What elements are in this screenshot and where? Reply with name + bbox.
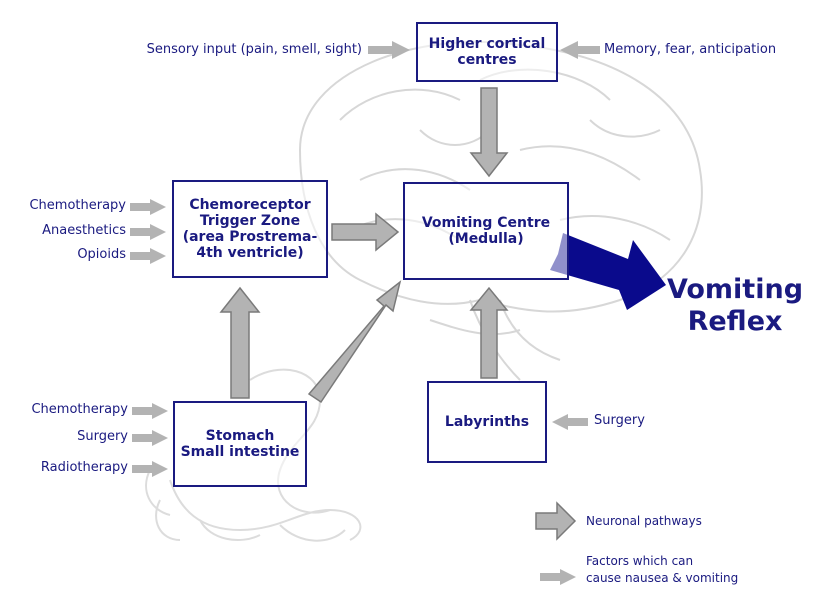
gut-illustration	[145, 368, 362, 542]
pathway-cortical-to-centre	[469, 87, 509, 178]
chemoreceptor-trigger-zone-box: Chemoreceptor Trigger Zone (area Prostre…	[172, 180, 328, 278]
labyrinths-label: Labyrinths	[444, 413, 530, 430]
factor-stomach-chemotherapy: Chemotherapy	[31, 402, 128, 417]
pathway-stomach-to-centre	[307, 280, 402, 404]
labyrinths-box: Labyrinths	[427, 381, 547, 463]
pathway-stomach-to-ctz	[219, 286, 261, 399]
legend-neuronal-label: Neuronal pathways	[586, 514, 702, 528]
legend-neuronal-arrow	[535, 501, 577, 541]
factor-sensory-input: Sensory input (pain, smell, sight)	[146, 42, 362, 57]
factor-ctz-opioids: Opioids	[77, 247, 126, 262]
stomach-box: Stomach Small intestine	[173, 401, 307, 487]
factor-ctz-anaesthetics: Anaesthetics	[42, 223, 126, 238]
factor-stomach-surgery: Surgery	[77, 429, 128, 444]
factor-arrow-stomach-surgery	[132, 430, 168, 446]
vomiting-centre-box: Vomiting Centre (Medulla)	[403, 182, 569, 280]
vomiting-reflex-label: Vomiting Reflex	[660, 274, 810, 339]
ctz-label: Chemoreceptor Trigger Zone (area Prostre…	[182, 196, 318, 262]
factor-arrow-stomach-chemo	[132, 403, 168, 419]
higher-cortical-box: Higher cortical centres	[416, 22, 558, 82]
stomach-label: Stomach Small intestine	[180, 427, 300, 460]
factor-memory: Memory, fear, anticipation	[604, 42, 777, 57]
factor-arrow-memory	[560, 41, 600, 59]
higher-cortical-label: Higher cortical centres	[428, 35, 546, 68]
factor-arrow-ctz-anaesthetics	[130, 224, 166, 240]
factor-stomach-radiotherapy: Radiotherapy	[40, 460, 128, 475]
legend-factor-arrow	[540, 569, 576, 585]
legend-factors-label: Factors which can cause nausea & vomitin…	[586, 554, 739, 586]
factor-arrow-labyrinth-surgery	[552, 414, 588, 430]
factor-ctz-chemotherapy: Chemotherapy	[29, 198, 126, 213]
factor-arrow-stomach-radio	[132, 461, 168, 477]
factor-arrows	[130, 41, 600, 585]
reflex-arrow	[550, 233, 666, 310]
factor-labyrinth-surgery: Surgery	[594, 413, 645, 428]
factor-arrow-ctz-opioids	[130, 248, 166, 264]
vomiting-reflex-line2: Reflex	[687, 306, 783, 338]
factor-arrow-sensory	[368, 41, 410, 59]
factor-arrow-ctz-chemo	[130, 199, 166, 215]
vomiting-reflex-line1: Vomiting	[666, 274, 804, 305]
pathway-ctz-to-centre	[331, 212, 400, 252]
pathway-labyrinths-to-centre	[469, 286, 509, 379]
vomiting-centre-label: Vomiting Centre (Medulla)	[421, 214, 551, 247]
neuronal-arrows	[219, 87, 577, 541]
